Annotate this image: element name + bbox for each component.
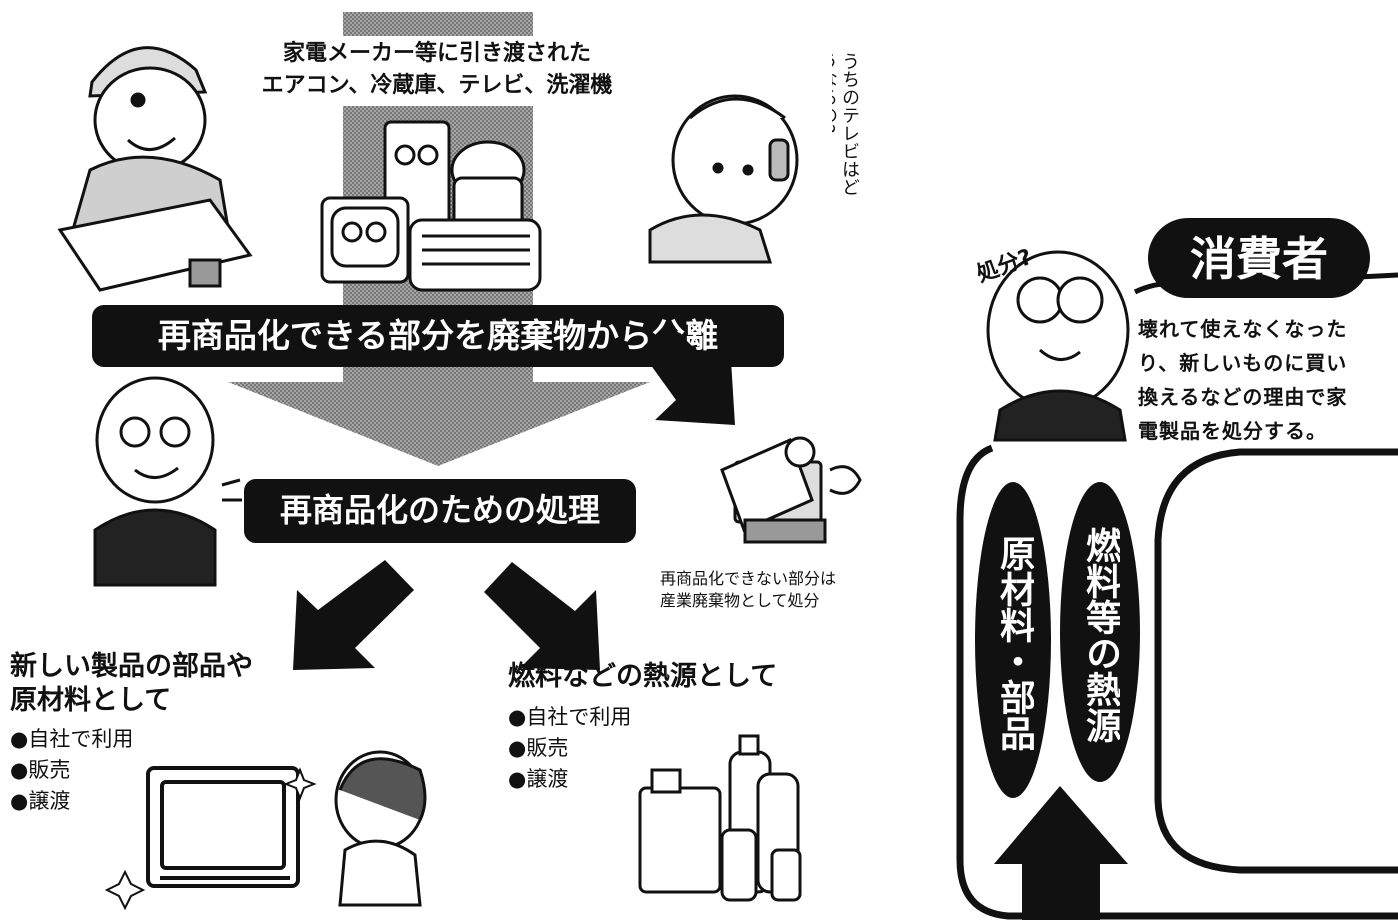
worker-illustration: [57, 46, 253, 292]
upward-flow-arrow: [994, 786, 1128, 920]
arrow-to-waste: [640, 322, 735, 425]
right-outcome: 燃料などの熱源として ●自社で利用 ●販売 ●譲渡: [508, 660, 777, 795]
consumer-label-pill: [1148, 218, 1370, 298]
process-banner-box: [244, 479, 636, 543]
consumer-desc-line1: 壊れて使えなくなった: [1138, 317, 1348, 341]
fuel-pill-text: 燃料等の熱源: [1080, 527, 1120, 743]
junk-pile-illustration: [720, 436, 862, 544]
right-outcome-item-2: ●販売: [508, 736, 569, 760]
separate-banner-text: 再商品化できる部分を廃棄物から分離: [158, 316, 718, 355]
header-line2: エアコン、冷蔵庫、テレビ、洗濯機: [261, 73, 613, 98]
header-backdrop: [250, 36, 622, 106]
consumer-label-text: 消費者: [1190, 232, 1328, 286]
separate-banner-box: [92, 305, 784, 367]
non-recyclable-line1: 再商品化できない部分は: [660, 569, 837, 588]
left-outcome-item-2: ●販売: [10, 758, 71, 782]
engineer-illustration: [93, 376, 242, 587]
arrow-to-fuel: [484, 562, 600, 670]
cycle-loop-left: [956, 444, 1398, 920]
left-outcome-title1: 新しい製品の部品や: [10, 651, 253, 682]
tv-illustration: [104, 766, 317, 911]
header-text: 家電メーカー等に引き渡された エアコン、冷蔵庫、テレビ、洗濯機: [254, 38, 620, 102]
left-outcome: 新しい製品の部品や 原材料として ●自社で利用 ●販売 ●譲渡: [10, 650, 253, 817]
materials-pill: [975, 482, 1051, 798]
right-outcome-item-3: ●譲渡: [508, 767, 569, 791]
bottles-illustration: [638, 734, 802, 902]
left-outcome-title2: 原材料として: [10, 685, 172, 716]
right-outcome-item-1: ●自社で利用: [508, 705, 632, 729]
fuel-pill: [1060, 482, 1140, 782]
appliances-illustration: [320, 120, 542, 292]
woman-illustration: [334, 750, 427, 907]
arrow-to-materials: [293, 560, 414, 670]
speech-tv: うちのテレビはどうなるの?: [832, 52, 860, 196]
right-outcome-title: 燃料などの熱源として: [508, 661, 778, 692]
consumer-desc-line2: り、新しいものに買い: [1138, 351, 1348, 375]
left-outcome-item-1: ●自社で利用: [10, 727, 134, 751]
consumer-description: 壊れて使えなくなった り、新しいものに買い 換えるなどの理由で家 電製品を処分す…: [1138, 312, 1396, 448]
consumer-desc-line4: 電製品を処分する。: [1138, 419, 1327, 443]
consumer-illustration: [986, 250, 1130, 442]
non-recyclable-line2: 産業廃棄物として処分: [660, 591, 820, 610]
non-recyclable-note: 再商品化できない部分は 産業廃棄物として処分: [660, 568, 836, 612]
cycle-loop-inner: [1154, 448, 1398, 874]
consumer-desc-line3: 換えるなどの理由で家: [1138, 385, 1348, 409]
process-banner-text: 再商品化のための処理: [280, 491, 600, 529]
header-line1: 家電メーカー等に引き渡された: [282, 41, 591, 66]
materials-pill-text: 原材料・部品: [994, 535, 1034, 751]
left-outcome-item-3: ●譲渡: [10, 789, 71, 813]
child-illustration: [648, 94, 799, 264]
